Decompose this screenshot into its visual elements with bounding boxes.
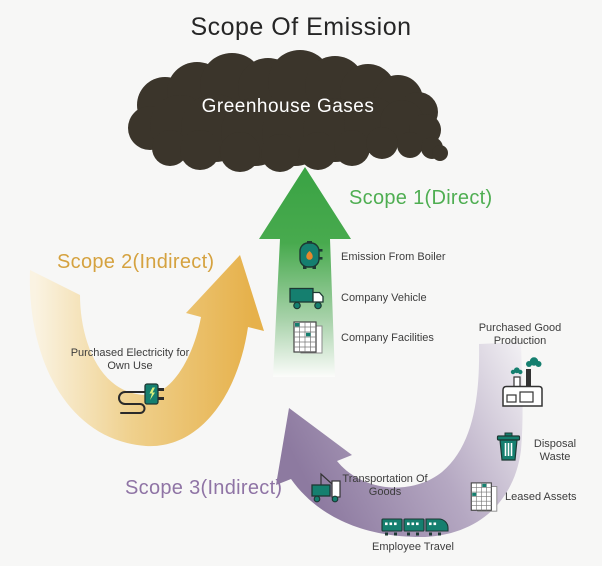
trash-bin-icon: [496, 432, 521, 462]
greenhouse-gases-cloud: [128, 50, 448, 172]
scope2-arrow: [29, 255, 264, 447]
train-icon: [381, 516, 451, 538]
page-title: Scope Of Emission: [190, 13, 412, 41]
boiler-icon: [296, 240, 323, 271]
truck-icon: [289, 286, 327, 310]
scope1-arrow: [259, 167, 351, 377]
building-grid-icon: [470, 482, 499, 513]
cloud-label: Greenhouse Gases: [201, 96, 375, 117]
scope1-item-label: Emission From Boiler: [341, 251, 446, 263]
scope2-item-label: Purchased Electricity for Own Use: [70, 347, 190, 372]
scope3-item-label: Employee Travel: [372, 541, 454, 553]
scope1-item-label: Company Vehicle: [341, 292, 427, 304]
cargo-truck-icon: [311, 471, 341, 504]
scope3-item-label: Purchased Good Production: [478, 322, 562, 347]
scope3-item-label: Leased Assets: [505, 491, 577, 503]
scope3-item-label: Disposal Waste: [533, 438, 577, 463]
building-grid-icon: [293, 321, 324, 355]
scope1-item-label: Company Facilities: [341, 332, 434, 344]
scope3-item-label: Transportation Of Goods: [342, 473, 428, 498]
power-plug-icon: [112, 380, 166, 414]
scope1-heading: Scope 1(Direct): [349, 187, 493, 209]
scope3-heading: Scope 3(Indirect): [125, 477, 283, 499]
factory-icon: [500, 356, 545, 408]
scope2-heading: Scope 2(Indirect): [57, 251, 215, 273]
